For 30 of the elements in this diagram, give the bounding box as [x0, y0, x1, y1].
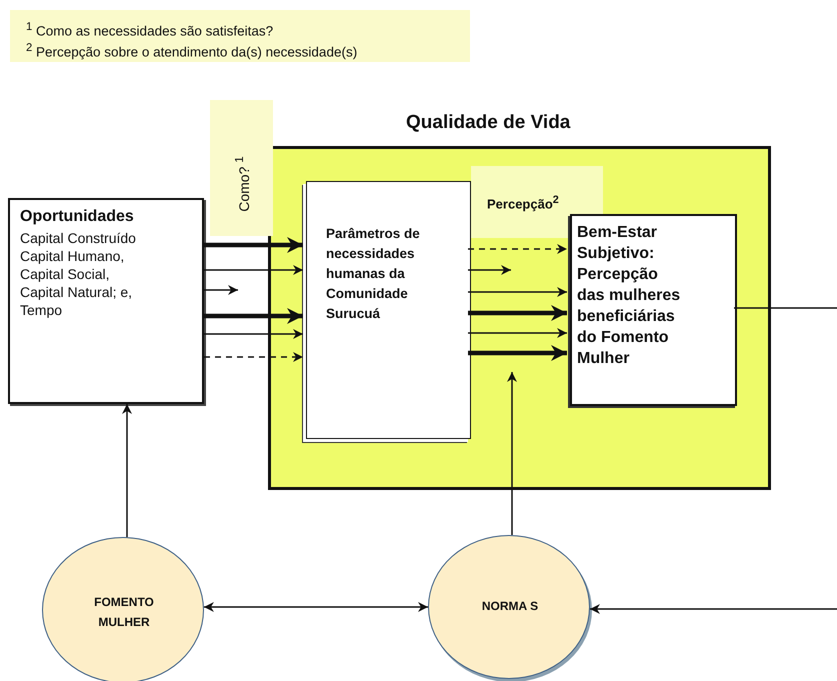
process-box [8, 198, 204, 404]
arrow [507, 372, 517, 536]
footnote: $^{2}$ Percepção sobre o atendimento da(s) necessidade(s) [26, 40, 358, 60]
process-box [570, 214, 737, 406]
arrow [468, 305, 567, 321]
arrow [468, 345, 567, 361]
arrow [590, 604, 837, 614]
arrow [468, 265, 511, 275]
box-title: Qualidade de Vida [406, 111, 570, 134]
arrow [468, 244, 567, 254]
arrow [122, 404, 132, 538]
note-box [210, 100, 273, 236]
arrow [204, 308, 303, 324]
arrow [204, 329, 303, 339]
arrow [468, 287, 567, 297]
footnote: $^{1}$ Como as necessidades são satisfeitas? [26, 20, 274, 40]
box-text: Bem-Estar Subjetivo: Percepção das mulheres beneficiárias do Fomento Mulher [577, 223, 682, 369]
arrow [468, 328, 567, 338]
box-text: Percepção$^{2}$ [487, 193, 559, 212]
arrow [204, 265, 303, 275]
connector-line [734, 307, 837, 309]
arrow [204, 237, 303, 253]
box-text: Parâmetros de necessidades humanas da Comunidade Surucuá [326, 225, 421, 323]
box-title: Oportunidades [20, 207, 135, 226]
box-text: Capital Construído Capital Humano, Capital Social, Capital Natural; e, Tempo [20, 229, 137, 319]
arrow [204, 285, 238, 295]
arrow [204, 602, 428, 612]
box-text: NORMA S [480, 599, 540, 613]
arrow [204, 352, 303, 362]
box-text: FOMENTO MULHER [93, 594, 155, 631]
